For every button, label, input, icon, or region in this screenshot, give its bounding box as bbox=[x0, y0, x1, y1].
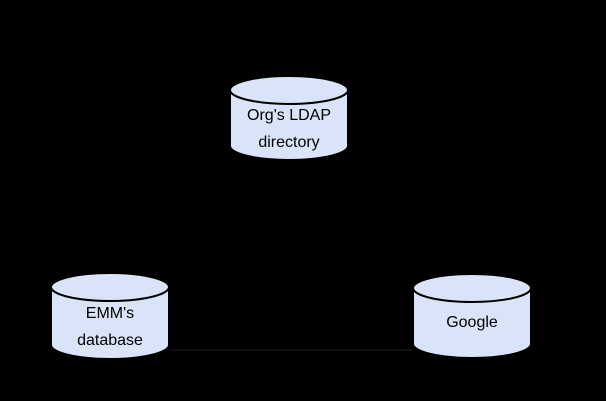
database-cylinder-icon bbox=[229, 75, 349, 161]
node-label-line: EMM's bbox=[85, 305, 135, 322]
node-emm-database: EMM's database bbox=[50, 272, 170, 360]
database-cylinder-icon bbox=[412, 273, 532, 359]
node-google: Google bbox=[412, 273, 532, 359]
node-label-line: database bbox=[77, 332, 143, 349]
node-label: Org's LDAP directory bbox=[229, 75, 349, 161]
node-org-ldap-directory: Org's LDAP directory bbox=[229, 75, 349, 161]
database-cylinder-icon bbox=[50, 272, 170, 360]
node-label: EMM's database bbox=[50, 272, 170, 360]
node-label: Google bbox=[412, 273, 532, 359]
connector-line-emm-to-google bbox=[170, 349, 412, 351]
node-label-line: directory bbox=[258, 134, 320, 151]
node-label-line: Org's LDAP bbox=[247, 107, 331, 124]
node-label-line: Google bbox=[446, 313, 498, 331]
